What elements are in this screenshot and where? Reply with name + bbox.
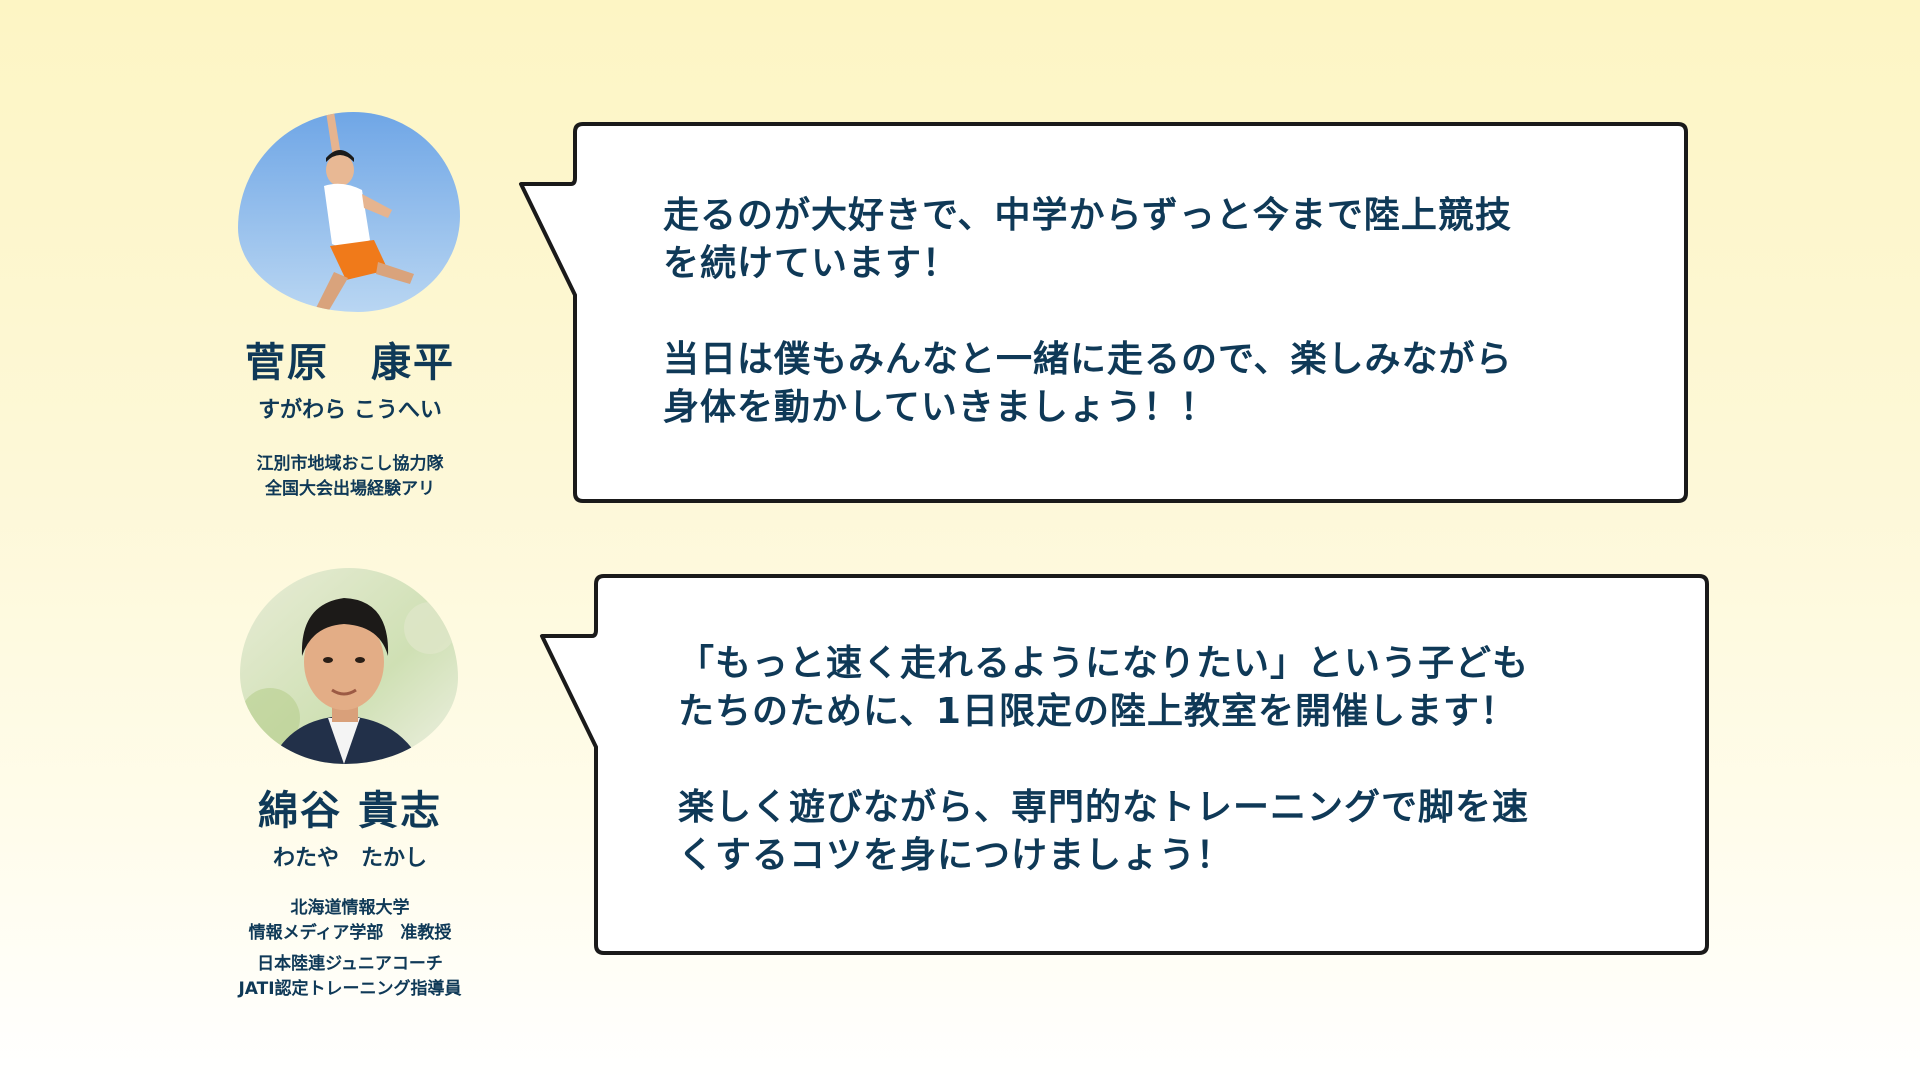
message-line: 楽しく遊びながら、専門的なトレーニングで脚を速 — [678, 787, 1530, 828]
speech-bubble-sugawara: 走るのが大好きで、中学からずっと今まで陸上競技 を続けています！ 当日は僕もみん… — [515, 120, 1690, 505]
runner-photo-icon — [238, 112, 460, 312]
bubble-message: 走るのが大好きで、中学からずっと今まで陸上競技 を続けています！ 当日は僕もみん… — [663, 192, 1643, 432]
message-line: たちのために、1日限定の陸上教室を開催します！ — [678, 691, 1517, 732]
profile-name: 綿谷 貴志 — [258, 788, 442, 834]
profile-kana: すがわら こうへい — [258, 398, 442, 423]
portrait-photo-icon — [240, 568, 458, 764]
message-line: 「もっと速く走れるようになりたい」という子ども — [678, 643, 1530, 684]
message-line: 走るのが大好きで、中学からずっと今まで陸上競技 — [663, 195, 1512, 236]
profile-affiliation: 日本陸連ジュニアコーチ — [257, 954, 443, 974]
profile-wataya: 綿谷 貴志 わたや たかし 北海道情報大学 情報メディア学部 准教授 日本陸連ジ… — [200, 778, 500, 1002]
message-line: を続けています！ — [663, 243, 960, 284]
profile-affiliation: 北海道情報大学 — [290, 898, 410, 918]
message-line: くするコツを身につけましょう！ — [678, 835, 1234, 876]
speech-bubble-wataya: 「もっと速く走れるようになりたい」という子ども たちのために、1日限定の陸上教室… — [536, 572, 1711, 957]
avatar-sugawara — [238, 112, 460, 312]
profile-sugawara: 菅原 康平 すがわら こうへい 江別市地域おこし協力隊 全国大会出場経験アリ — [200, 330, 500, 502]
speech-bubble-shape — [540, 574, 1709, 955]
profile-affiliation: 情報メディア学部 准教授 — [248, 923, 452, 943]
bubble-message: 「もっと速く走れるようになりたい」という子ども たちのために、1日限定の陸上教室… — [678, 640, 1678, 880]
profile-name: 菅原 康平 — [245, 340, 455, 386]
avatar-wataya — [240, 568, 458, 764]
profile-kana: わたや たかし — [272, 846, 427, 871]
message-line: 身体を動かしていきましょう！！ — [663, 387, 1217, 428]
profile-affiliation: 江別市地域おこし協力隊 — [256, 454, 444, 474]
profile-affiliation: JATI認定トレーニング指導員 — [238, 979, 462, 999]
speech-bubble-shape — [519, 122, 1688, 503]
profile-affiliation: 全国大会出場経験アリ — [265, 479, 435, 499]
message-line: 当日は僕もみんなと一緒に走るので、楽しみながら — [663, 339, 1513, 380]
